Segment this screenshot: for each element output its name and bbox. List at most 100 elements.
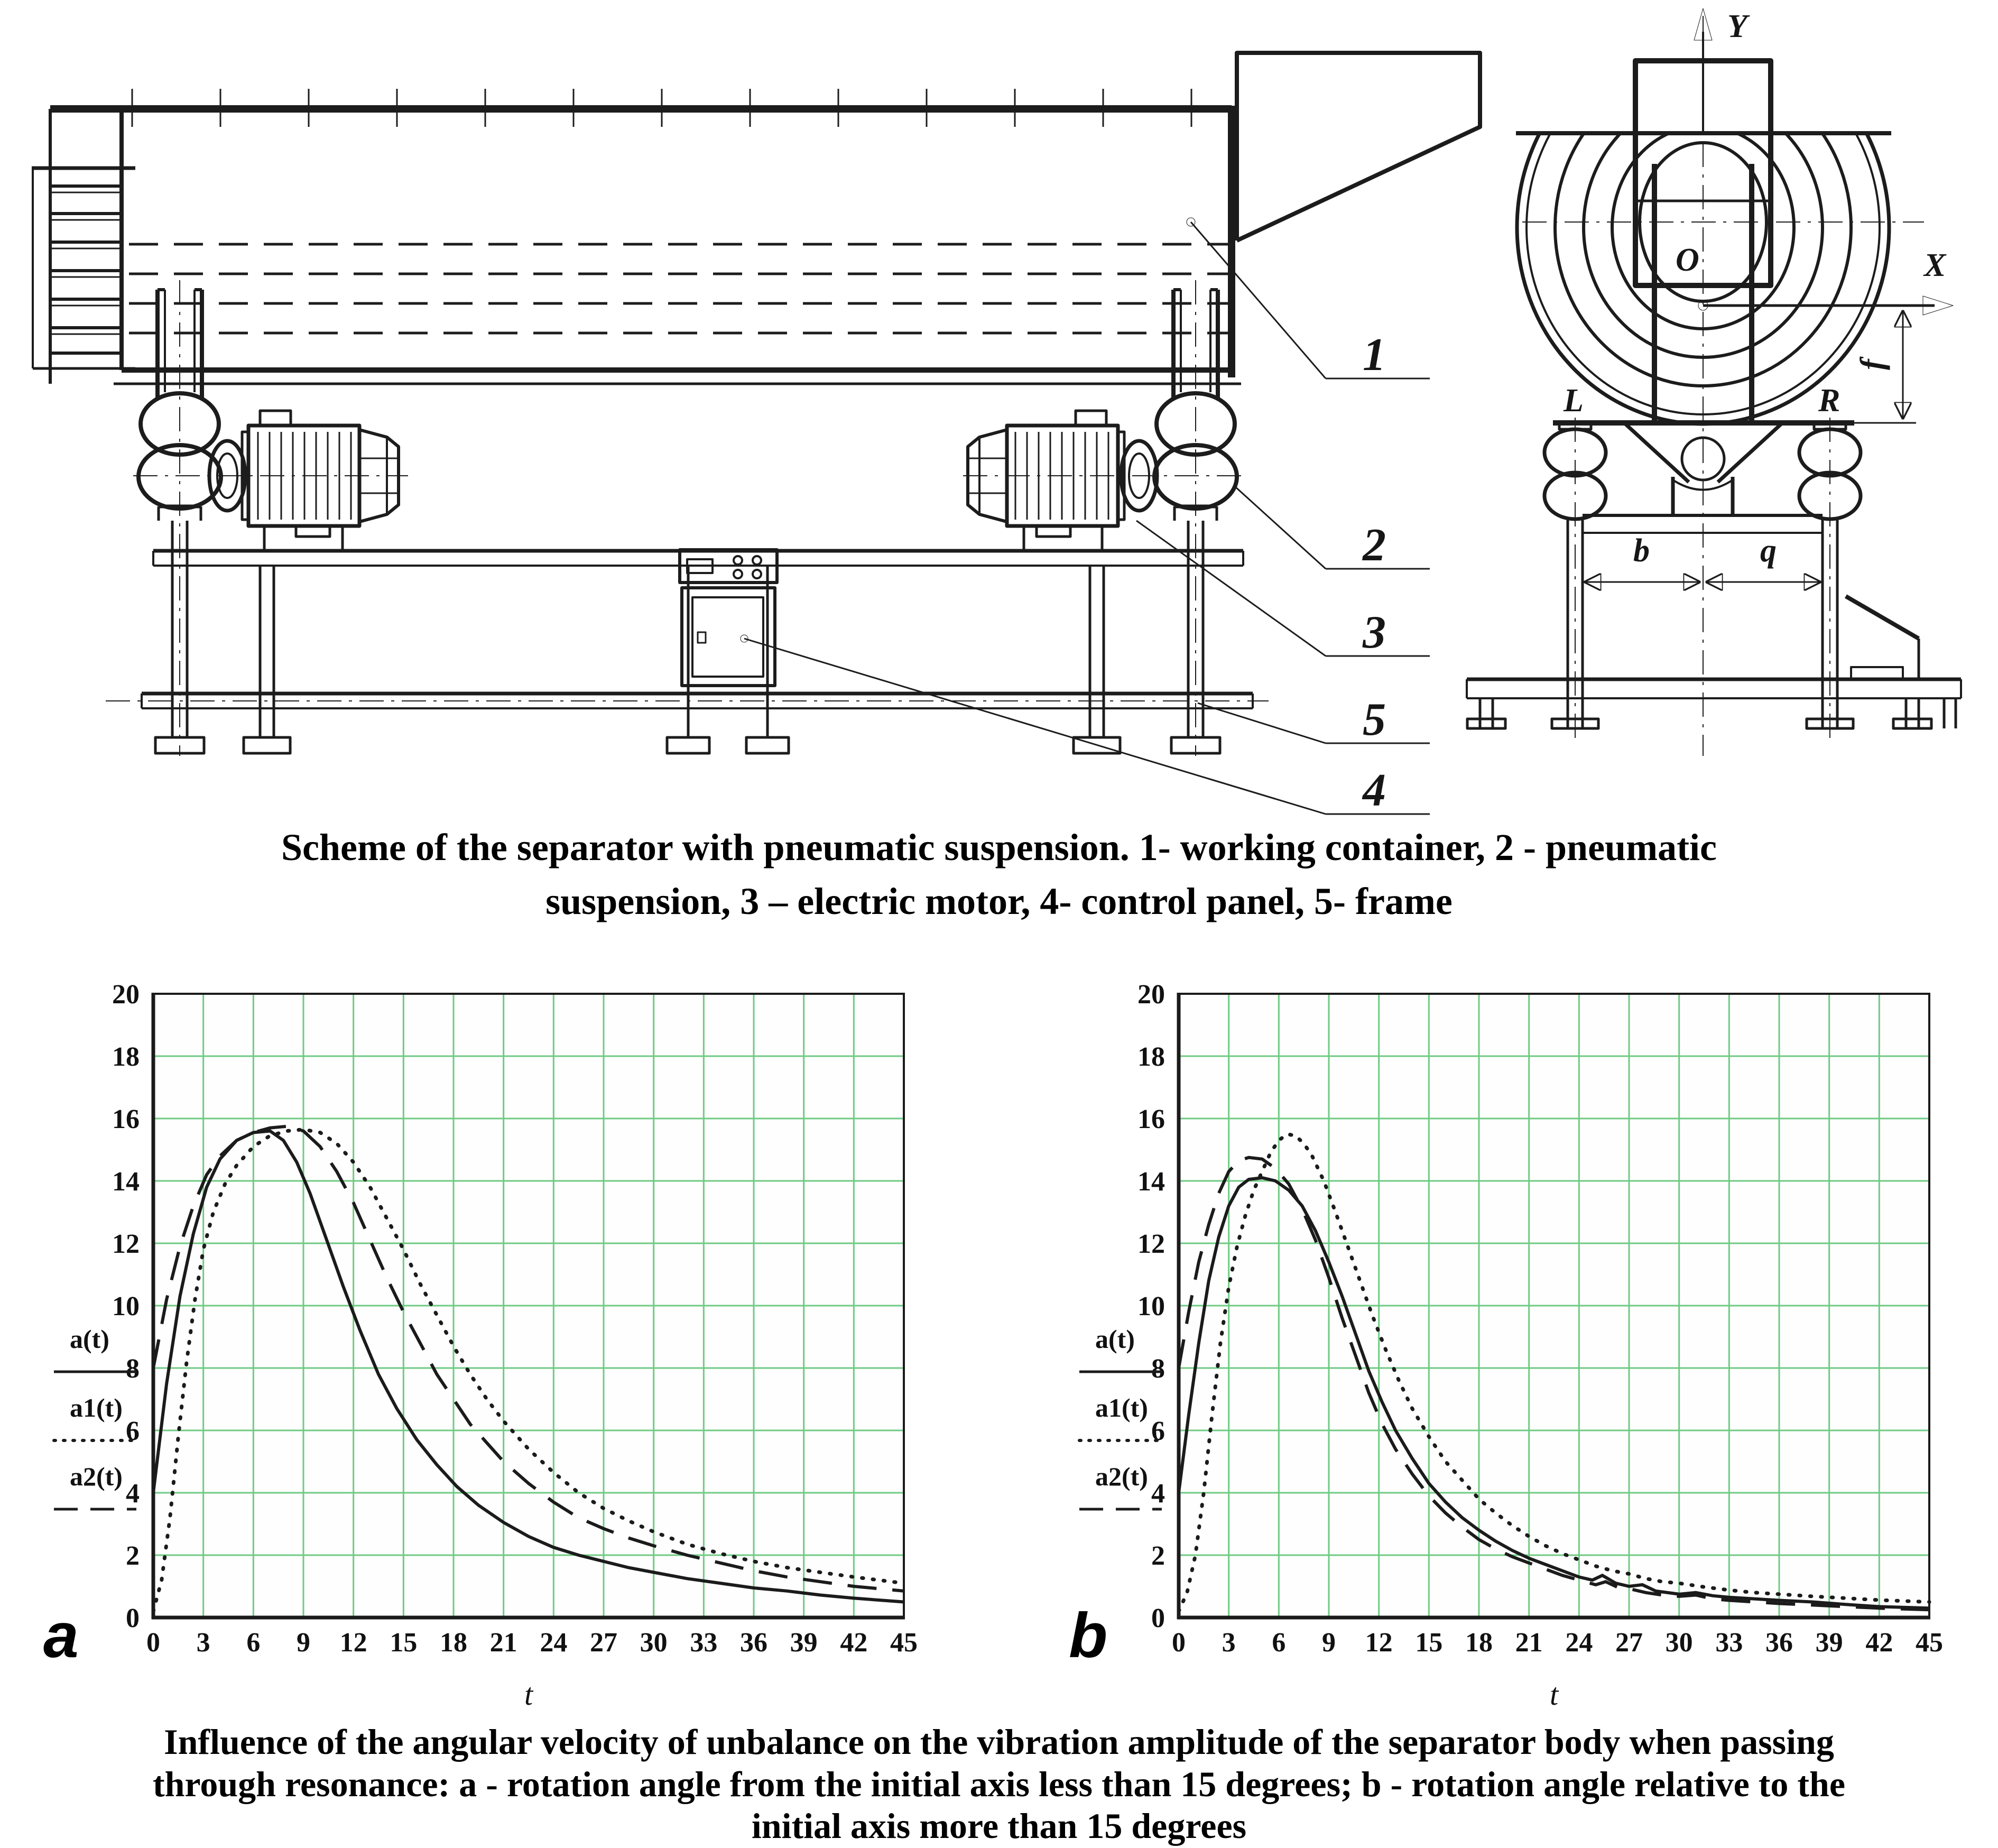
y-tick-label: 8 xyxy=(1151,1354,1165,1384)
y-tick-label: 18 xyxy=(1137,1042,1165,1072)
y-tick-label: 14 xyxy=(112,1167,140,1197)
x-tick-label: 21 xyxy=(490,1628,517,1658)
series-a2(t) xyxy=(1177,1156,1930,1612)
series-a1(t) xyxy=(151,1128,906,1613)
y-tick-label: 12 xyxy=(1137,1229,1165,1259)
x-tick-label: 0 xyxy=(1172,1628,1186,1658)
x-tick-label: 42 xyxy=(1865,1628,1893,1658)
y-tick-label: 20 xyxy=(112,980,140,1010)
x-tick-label: 45 xyxy=(890,1628,918,1658)
y-tick-label: 6 xyxy=(126,1416,140,1446)
x-tick-label: 12 xyxy=(1365,1628,1393,1658)
y-tick-label: 2 xyxy=(126,1541,140,1571)
x-tick-label: 30 xyxy=(640,1628,668,1658)
discharge-hopper xyxy=(1235,51,1482,243)
x-tick-label: 3 xyxy=(197,1628,210,1658)
x-tick-label: 12 xyxy=(340,1628,367,1658)
x-tick-label: 30 xyxy=(1666,1628,1693,1658)
y-tick-label: 20 xyxy=(1137,980,1165,1010)
legend-label-a1(t): a1(t) xyxy=(1095,1393,1148,1422)
y-tick-label: 4 xyxy=(126,1479,140,1509)
x-tick-label: 3 xyxy=(1222,1628,1236,1658)
dimension-f-label: f xyxy=(1854,356,1890,370)
scheme-caption-line2: suspension, 3 – electric motor, 4- contr… xyxy=(545,880,1453,923)
container-dashed-levels xyxy=(129,243,1229,335)
x-tick-label: 24 xyxy=(1565,1628,1593,1658)
label-left-suspension: L xyxy=(1563,383,1584,419)
x-tick-label: 6 xyxy=(1272,1628,1285,1658)
y-tick-label: 10 xyxy=(112,1291,140,1322)
x-tick-label: 27 xyxy=(590,1628,617,1658)
series-a(t) xyxy=(1177,1176,1930,1610)
side-view: 1 2 3 5 4 xyxy=(32,51,1482,816)
label-right-suspension: R xyxy=(1818,383,1840,419)
x-tick-label: 21 xyxy=(1515,1628,1543,1658)
legend-label-a(t): a(t) xyxy=(70,1324,109,1354)
x-tick-label: 36 xyxy=(740,1628,767,1658)
y-tick-label: 4 xyxy=(1151,1479,1165,1509)
series-a1(t) xyxy=(1177,1132,1931,1613)
charts-caption: Influence of the angular velocity of unb… xyxy=(0,1721,1998,1847)
y-tick-label: 14 xyxy=(1137,1167,1165,1197)
feed-ladder xyxy=(32,166,135,370)
series-a2(t) xyxy=(152,1124,904,1593)
y-tick-label: 16 xyxy=(112,1104,140,1134)
separator-scheme-drawing: 1 2 3 5 4 Y xyxy=(32,8,1962,816)
frame xyxy=(106,549,1269,755)
callout-5: 5 xyxy=(1363,694,1386,745)
control-panel xyxy=(678,548,779,687)
y-tick-label: 2 xyxy=(1151,1541,1165,1571)
x-tick-label: 33 xyxy=(690,1628,717,1658)
x-axis-title: t xyxy=(524,1677,534,1712)
callout-2: 2 xyxy=(1362,520,1386,571)
x-tick-label: 15 xyxy=(390,1628,417,1658)
charts-caption-line2: through resonance: a - rotation angle fr… xyxy=(152,1763,1846,1804)
panel-letter-b: b xyxy=(1069,1600,1107,1671)
container-top-ticks xyxy=(131,89,1192,127)
callout-3: 3 xyxy=(1362,607,1386,658)
scheme-caption: Scheme of the separator with pneumatic s… xyxy=(0,820,1998,928)
x-axis-label: X xyxy=(1923,247,1947,283)
x-tick-label: 36 xyxy=(1765,1628,1793,1658)
x-tick-label: 6 xyxy=(246,1628,260,1658)
charts-caption-line1: Influence of the angular velocity of unb… xyxy=(164,1722,1834,1762)
y-tick-label: 0 xyxy=(1151,1603,1165,1633)
panel-letter-a: a xyxy=(43,1600,79,1671)
legend-label-a1(t): a1(t) xyxy=(70,1393,123,1422)
callout-4: 4 xyxy=(1362,765,1386,816)
x-tick-label: 9 xyxy=(1322,1628,1336,1658)
dimension-q-label: q xyxy=(1760,533,1777,569)
callout-1: 1 xyxy=(1363,329,1386,381)
y-tick-label: 12 xyxy=(112,1229,140,1259)
front-view: Y X O L R xyxy=(1466,8,1962,756)
callouts: 1 2 3 5 4 xyxy=(744,217,1430,816)
x-tick-label: 33 xyxy=(1715,1628,1743,1658)
x-tick-label: 27 xyxy=(1615,1628,1643,1658)
x-tick-label: 0 xyxy=(146,1628,160,1658)
x-tick-label: 18 xyxy=(440,1628,467,1658)
dimension-b-label: b xyxy=(1633,533,1650,569)
scheme-caption-line1: Scheme of the separator with pneumatic s… xyxy=(281,826,1717,868)
x-tick-label: 18 xyxy=(1465,1628,1493,1658)
charts-caption-line3: initial axis more than 15 degrees xyxy=(751,1806,1247,1846)
x-tick-label: 15 xyxy=(1415,1628,1442,1658)
y-tick-label: 16 xyxy=(1137,1104,1165,1134)
legend-label-a2(t): a2(t) xyxy=(70,1462,123,1491)
x-tick-label: 39 xyxy=(1816,1628,1843,1658)
legend-label-a(t): a(t) xyxy=(1095,1324,1135,1354)
x-tick-label: 24 xyxy=(540,1628,567,1658)
y-tick-label: 6 xyxy=(1151,1416,1165,1446)
x-tick-label: 9 xyxy=(297,1628,310,1658)
y-tick-label: 18 xyxy=(112,1042,140,1072)
x-tick-label: 45 xyxy=(1916,1628,1943,1658)
y-tick-label: 0 xyxy=(126,1603,140,1633)
origin-label: O xyxy=(1676,242,1699,278)
y-axis-label: Y xyxy=(1727,8,1750,44)
legend-label-a2(t): a2(t) xyxy=(1095,1462,1148,1491)
y-tick-label: 8 xyxy=(126,1354,140,1384)
x-axis-arrow xyxy=(1922,295,1954,316)
x-tick-label: 42 xyxy=(840,1628,867,1658)
